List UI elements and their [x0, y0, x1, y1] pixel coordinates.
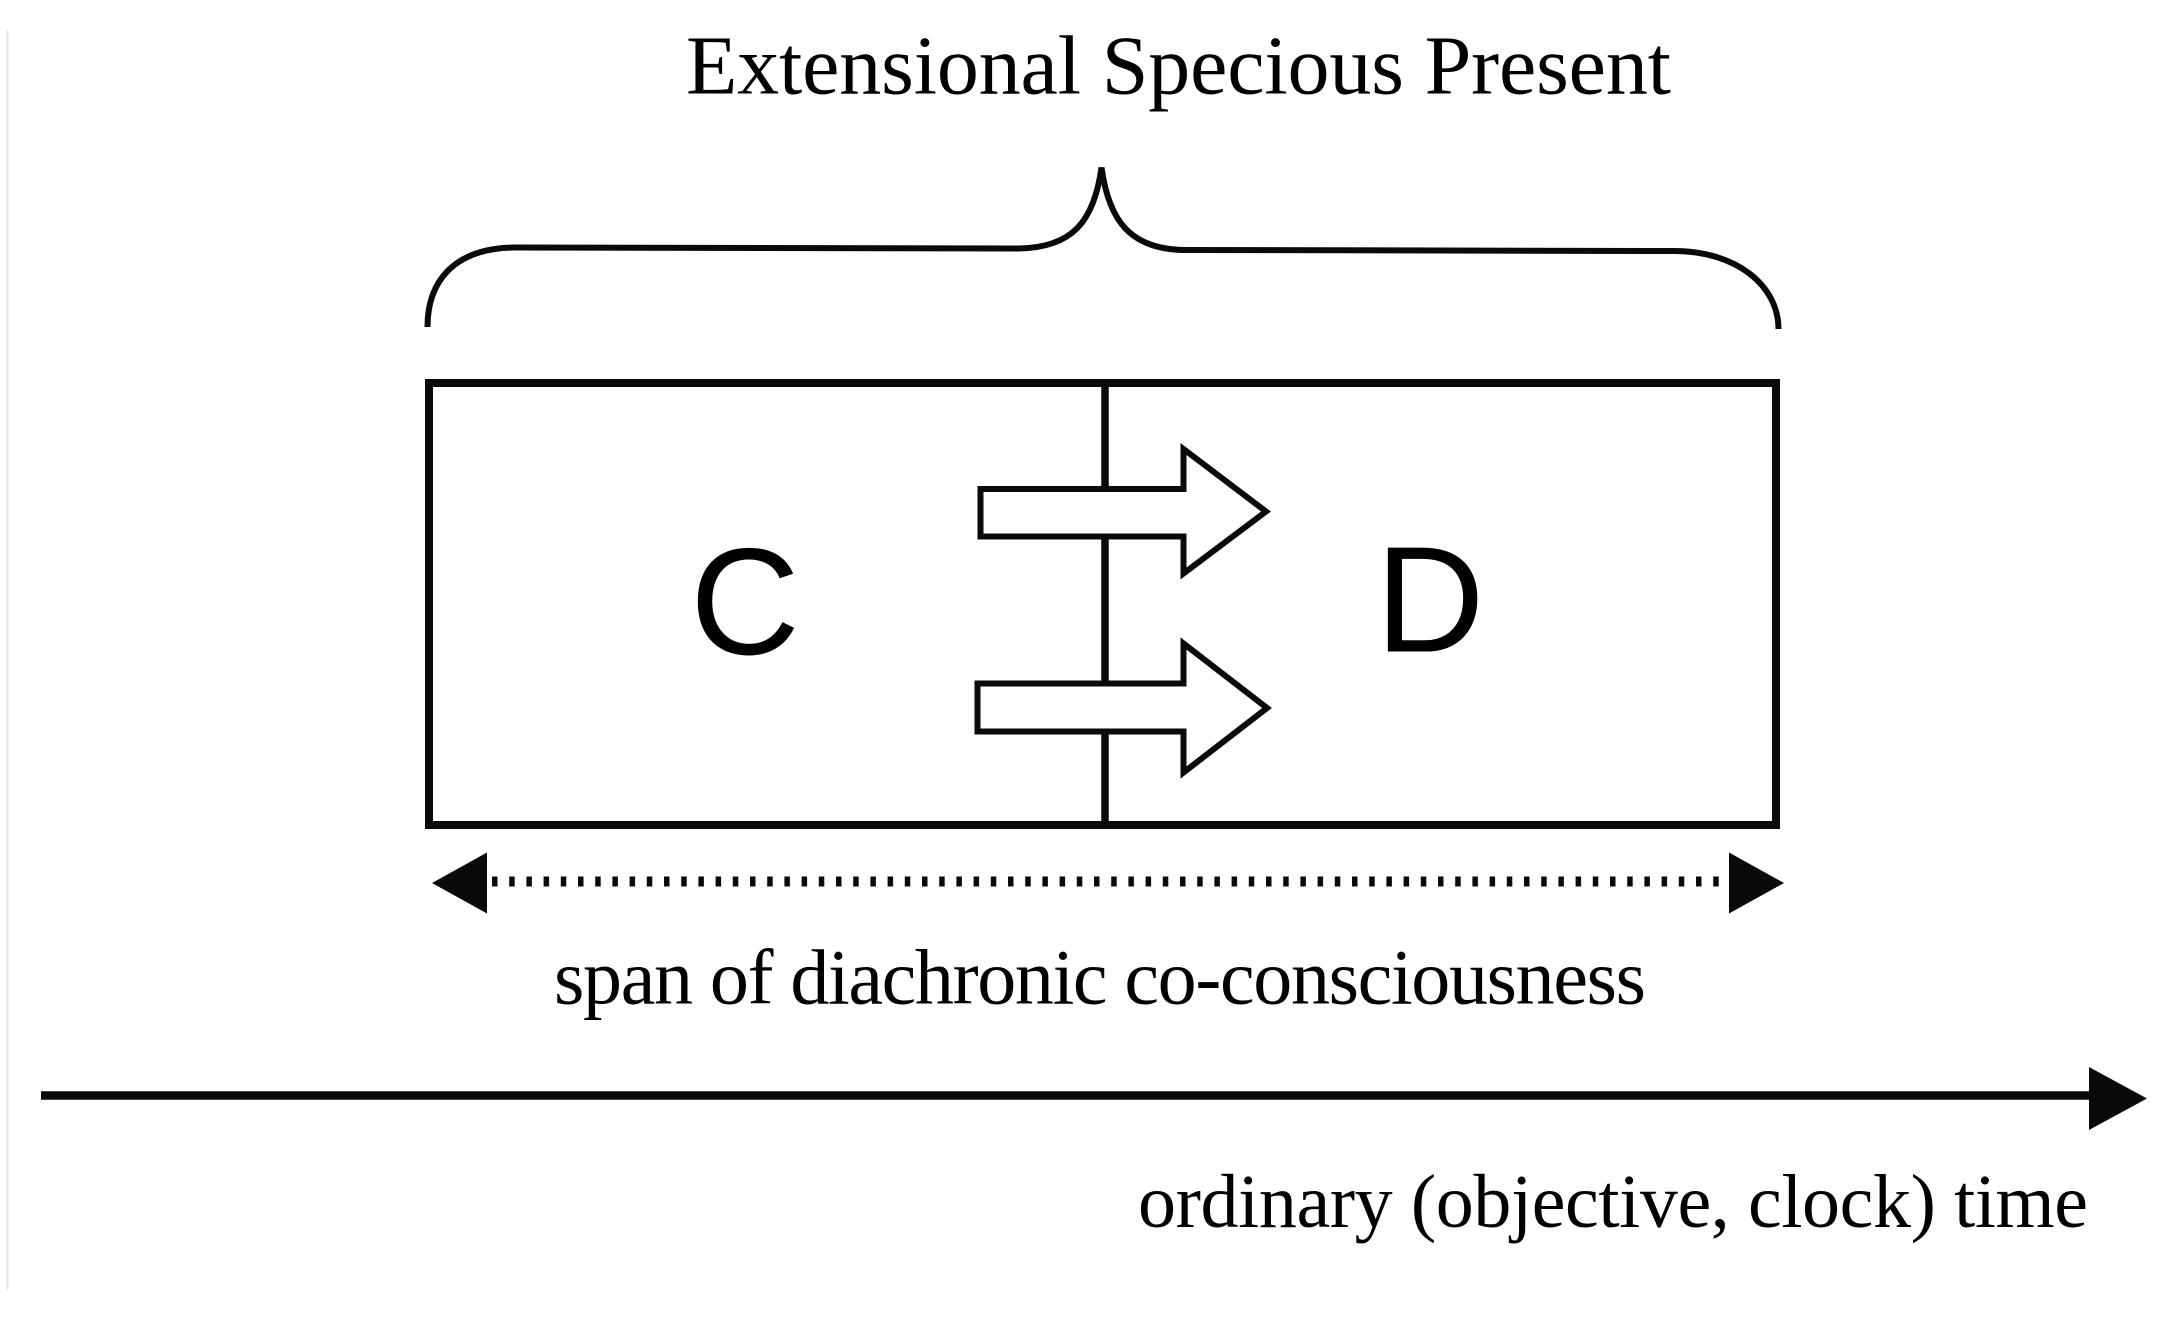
svg-text:span of diachronic co-consciou: span of diachronic co-consciousness	[554, 934, 1646, 1021]
svg-text:Extensional Specious Present: Extensional Specious Present	[686, 20, 1671, 113]
svg-text:ordinary (objective, clock) ti: ordinary (objective, clock) time	[1138, 1160, 2088, 1244]
svg-text:D: D	[1375, 515, 1484, 684]
svg-text:C: C	[690, 517, 800, 687]
